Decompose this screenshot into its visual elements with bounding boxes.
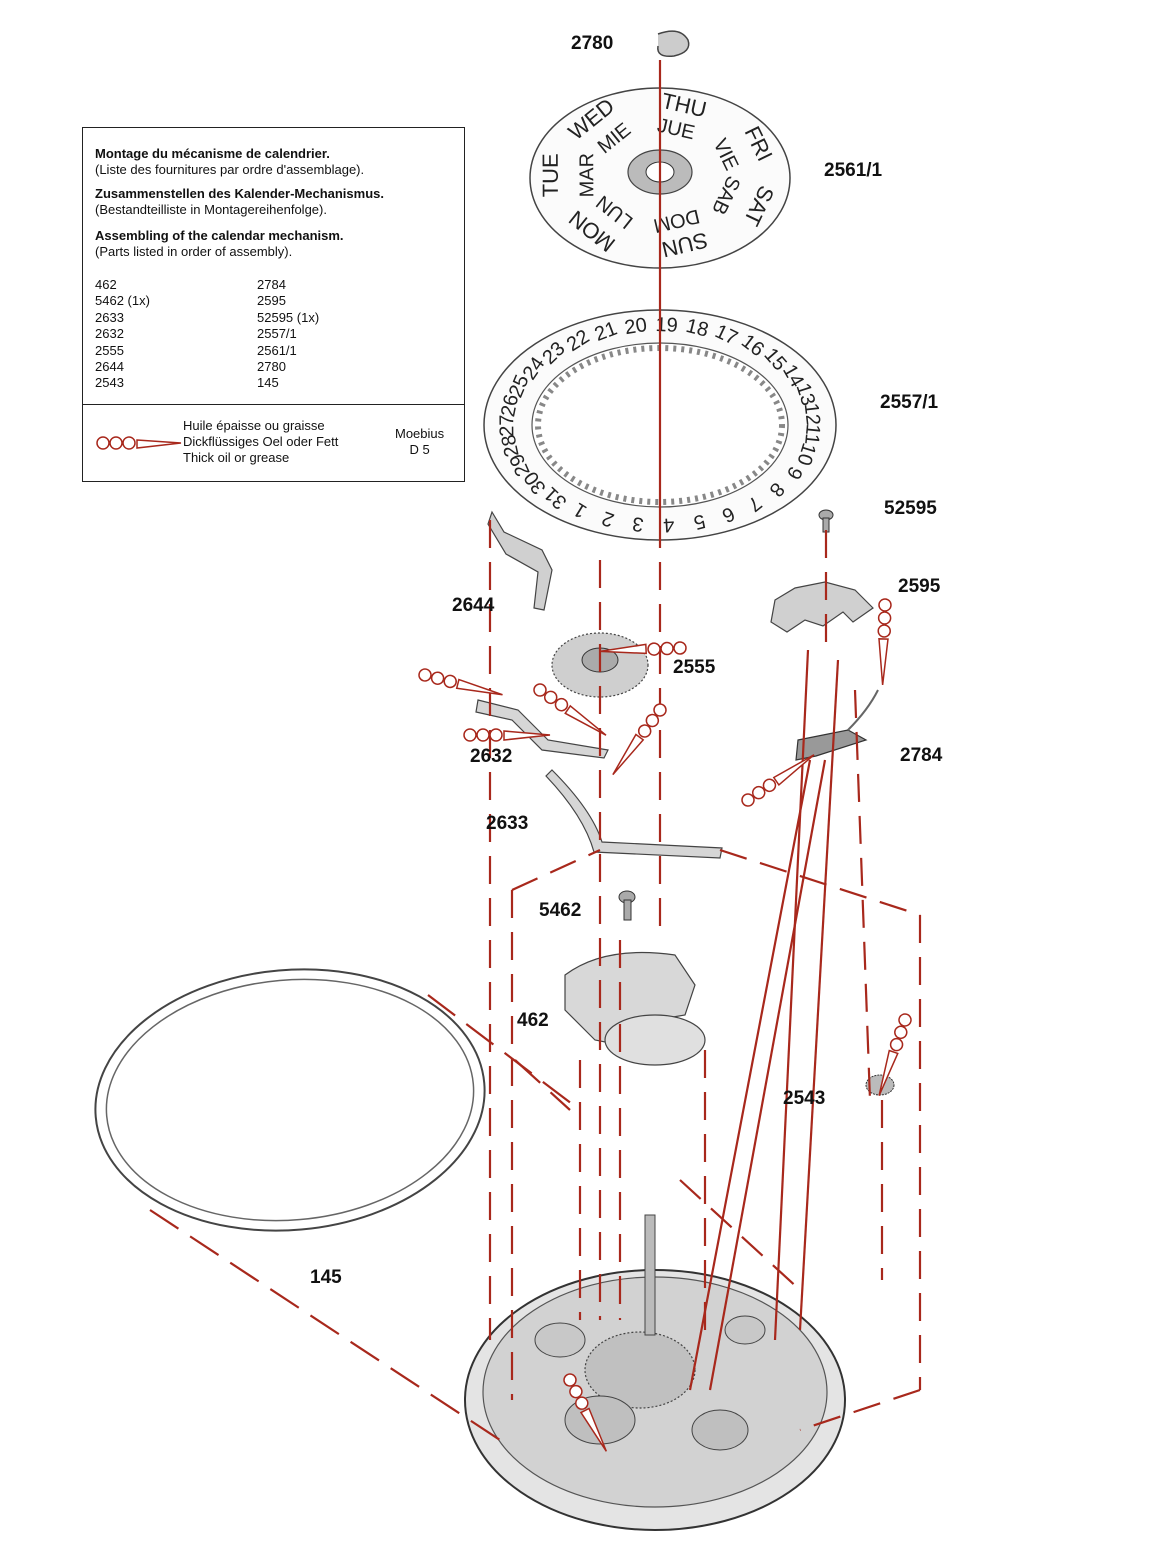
oil-marker bbox=[878, 1013, 912, 1096]
label-2644: 2644 bbox=[452, 595, 495, 616]
part-item: 2633 bbox=[95, 309, 124, 325]
movement-base bbox=[464, 1214, 846, 1531]
legend-divider bbox=[83, 404, 464, 405]
oil-brand-grade: D 5 bbox=[409, 442, 430, 457]
part-item: 2555 bbox=[95, 342, 124, 358]
clip-2780 bbox=[657, 30, 690, 58]
oil-marker bbox=[418, 668, 503, 696]
part-2632-lever bbox=[475, 699, 609, 759]
day-label: TUE bbox=[538, 153, 563, 197]
date-label: 26 bbox=[497, 393, 523, 419]
date-label: 19 bbox=[655, 314, 678, 337]
label-2632: 2632 bbox=[470, 746, 513, 767]
date-label: 27 bbox=[496, 415, 518, 437]
oil-marker bbox=[877, 598, 892, 686]
part-item: 2784 bbox=[257, 277, 286, 292]
label-2780: 2780 bbox=[571, 33, 614, 54]
legend-de: Dickflüssiges Oel oder Fett bbox=[183, 434, 339, 449]
part-5462-screw bbox=[618, 890, 636, 921]
label-5462: 5462 bbox=[539, 900, 582, 921]
legend-en: Thick oil or grease bbox=[183, 450, 290, 465]
part-item: 145 bbox=[257, 375, 279, 391]
date-label: 18 bbox=[684, 315, 711, 342]
part-item: 2632 bbox=[95, 326, 124, 342]
date-label: 28 bbox=[498, 433, 524, 459]
label-2595: 2595 bbox=[898, 576, 941, 597]
fr-title: Montage du mécanisme de calendrier. bbox=[95, 146, 330, 161]
part-2644-lever bbox=[487, 510, 553, 611]
date-label: 3 bbox=[631, 512, 645, 535]
oil-marker bbox=[612, 703, 667, 776]
part-2595-star bbox=[770, 581, 874, 633]
en-title: Assembling of the calendar mechanism. bbox=[95, 228, 344, 243]
part-item: 2561/1 bbox=[257, 342, 297, 358]
part-item: 2780 bbox=[257, 358, 286, 374]
part-52595-screw bbox=[818, 509, 834, 533]
label-2784: 2784 bbox=[900, 745, 943, 766]
de-subtitle: (Bestandteilliste in Montagereihenfolge)… bbox=[95, 202, 327, 217]
part-item: 462 bbox=[95, 277, 117, 292]
oil-brand-name: Moebius bbox=[395, 426, 445, 441]
label-145: 145 bbox=[310, 1267, 342, 1288]
label-2633: 2633 bbox=[486, 813, 529, 834]
oil-brand: Moebius D 5 bbox=[395, 426, 444, 458]
part-item: 2644 bbox=[95, 358, 124, 374]
legend-fr: Huile épaisse ou graisse bbox=[183, 418, 325, 433]
assembly-info-box: Montage du mécanisme de calendrier. (Lis… bbox=[82, 127, 465, 482]
oil-markers bbox=[418, 598, 912, 1452]
part-462-plate bbox=[564, 951, 706, 1066]
label-2557-1: 2557/1 bbox=[880, 392, 939, 413]
oil-marker bbox=[533, 683, 607, 736]
label-2543: 2543 bbox=[783, 1088, 826, 1109]
de-title: Zusammenstellen des Kalender-Mechanismus… bbox=[95, 186, 384, 201]
part-item: 2543 bbox=[95, 375, 124, 391]
part-item: 5462 (1x) bbox=[95, 293, 150, 309]
date-label: 5 bbox=[691, 509, 707, 533]
part-item: 2595 bbox=[257, 293, 286, 309]
oil-marker bbox=[741, 754, 815, 807]
en-subtitle: (Parts listed in order of assembly). bbox=[95, 244, 293, 259]
oil-marker bbox=[563, 1373, 608, 1452]
label-2561-1: 2561/1 bbox=[824, 160, 883, 181]
assembly-guide-lines bbox=[149, 60, 922, 1441]
part-item: 52595 (1x) bbox=[257, 309, 320, 325]
part-2784-spring bbox=[795, 689, 879, 761]
oil-legend: Huile épaisse ou graisse Dickflüssiges O… bbox=[183, 418, 338, 466]
fr-subtitle: (Liste des fournitures par ordre d'assem… bbox=[95, 162, 365, 177]
part-item: 2557/1 bbox=[257, 326, 297, 342]
parts-list: 462 2784 5462 (1x) 2595 2633 52595 (1x) 263… bbox=[95, 277, 455, 392]
date-label: 12 bbox=[800, 402, 824, 426]
oil-symbol-icon bbox=[96, 436, 182, 450]
part-2633-spring bbox=[545, 769, 723, 859]
label-52595: 52595 bbox=[884, 498, 937, 519]
label-462: 462 bbox=[517, 1010, 549, 1031]
date-label: 4 bbox=[663, 513, 675, 536]
label-2555: 2555 bbox=[673, 657, 716, 678]
date-label: 11 bbox=[800, 423, 824, 446]
oil-marker bbox=[463, 728, 551, 742]
date-label: 20 bbox=[623, 314, 648, 339]
oil-marker bbox=[599, 641, 687, 656]
day-label: MAR bbox=[576, 153, 598, 198]
casing-ring-145 bbox=[94, 968, 486, 1232]
